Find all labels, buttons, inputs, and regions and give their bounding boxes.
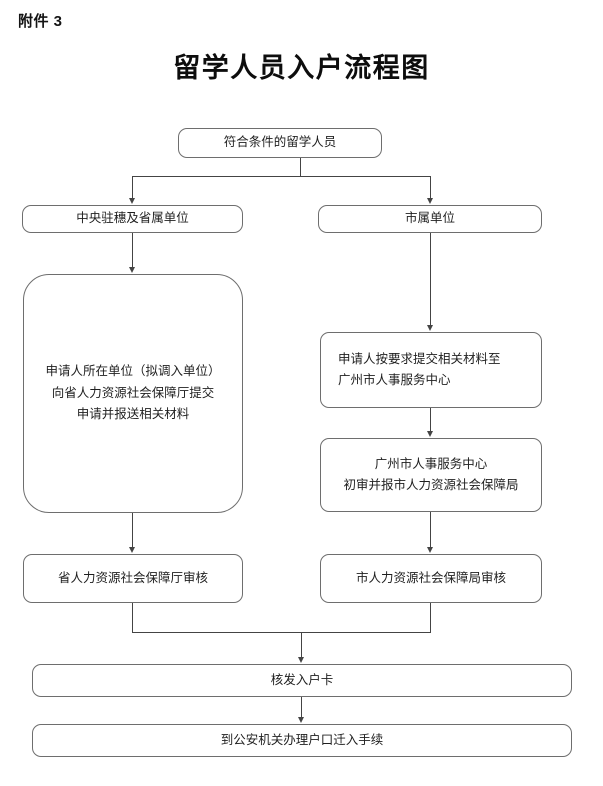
node-merge-step: 核发入户卡 <box>32 664 572 697</box>
node-left-step-1-line3: 申请并报送相关材料 <box>76 407 190 422</box>
arrow-to-branch-right <box>427 198 433 204</box>
connector-start-down <box>300 158 301 176</box>
connector-split-horizontal <box>132 176 431 177</box>
node-right-step-2: 广州市人事服务中心 初审并报市人力资源社会保障局 <box>320 438 542 512</box>
node-left-step-2-label: 省人力资源社会保障厅审核 <box>57 570 208 585</box>
page-title: 留学人员入户流程图 <box>173 53 430 83</box>
arrow-right-3 <box>427 547 433 553</box>
node-right-step-2-line2: 初审并报市人力资源社会保障局 <box>343 478 519 492</box>
connector-left-1 <box>132 233 133 268</box>
node-left-step-2: 省人力资源社会保障厅审核 <box>23 554 243 603</box>
node-left-step-1: 申请人所在单位（拟调入单位） 向省人力资源社会保障厅提交 申请并报送相关材料 <box>23 274 243 513</box>
arrow-to-merge-step <box>298 657 304 663</box>
connector-merge-horizontal <box>132 632 431 633</box>
connector-final <box>301 697 302 718</box>
node-left-step-1-line2: 向省人力资源社会保障厅提交 <box>51 385 215 400</box>
connector-merge-center-down <box>301 632 302 658</box>
node-right-step-1-line1: 申请人按要求提交相关材料至 <box>338 351 501 366</box>
connector-right-2 <box>430 408 431 432</box>
connector-merge-right-down <box>430 603 431 633</box>
node-final-step: 到公安机关办理户口迁入手续 <box>32 724 572 757</box>
node-right-step-3-label: 市人力资源社会保障局审核 <box>355 570 506 585</box>
node-start-label: 符合条件的留学人员 <box>223 135 337 150</box>
node-final-step-label: 到公安机关办理户口迁入手续 <box>220 732 384 747</box>
connector-right-1 <box>430 233 431 325</box>
node-right-step-3: 市人力资源社会保障局审核 <box>320 554 542 603</box>
arrow-left-1 <box>129 267 135 273</box>
connector-merge-left-down <box>132 603 133 633</box>
connector-split-left-down <box>132 176 133 199</box>
node-branch-left: 中央驻穗及省属单位 <box>22 205 243 233</box>
connector-split-right-down <box>430 176 431 199</box>
arrow-right-2 <box>427 431 433 437</box>
node-merge-step-label: 核发入户卡 <box>270 672 334 687</box>
node-left-step-1-line1: 申请人所在单位（拟调入单位） <box>45 364 221 379</box>
node-branch-right-label: 市属单位 <box>404 211 455 226</box>
node-right-step-1: 申请人按要求提交相关材料至 广州市人事服务中心 <box>320 332 542 408</box>
arrow-to-branch-left <box>129 198 135 204</box>
node-branch-left-label: 中央驻穗及省属单位 <box>76 211 189 226</box>
node-right-step-1-line2: 广州市人事服务中心 <box>338 373 451 387</box>
node-branch-right: 市属单位 <box>318 205 542 233</box>
arrow-right-1 <box>427 325 433 331</box>
node-right-step-2-line1: 广州市人事服务中心 <box>374 456 488 471</box>
arrow-to-final-step <box>298 717 304 723</box>
attachment-label: 附件 3 <box>18 13 63 30</box>
connector-left-2 <box>132 513 133 548</box>
connector-right-3 <box>430 512 431 548</box>
arrow-left-2 <box>129 547 135 553</box>
node-start: 符合条件的留学人员 <box>178 128 382 158</box>
